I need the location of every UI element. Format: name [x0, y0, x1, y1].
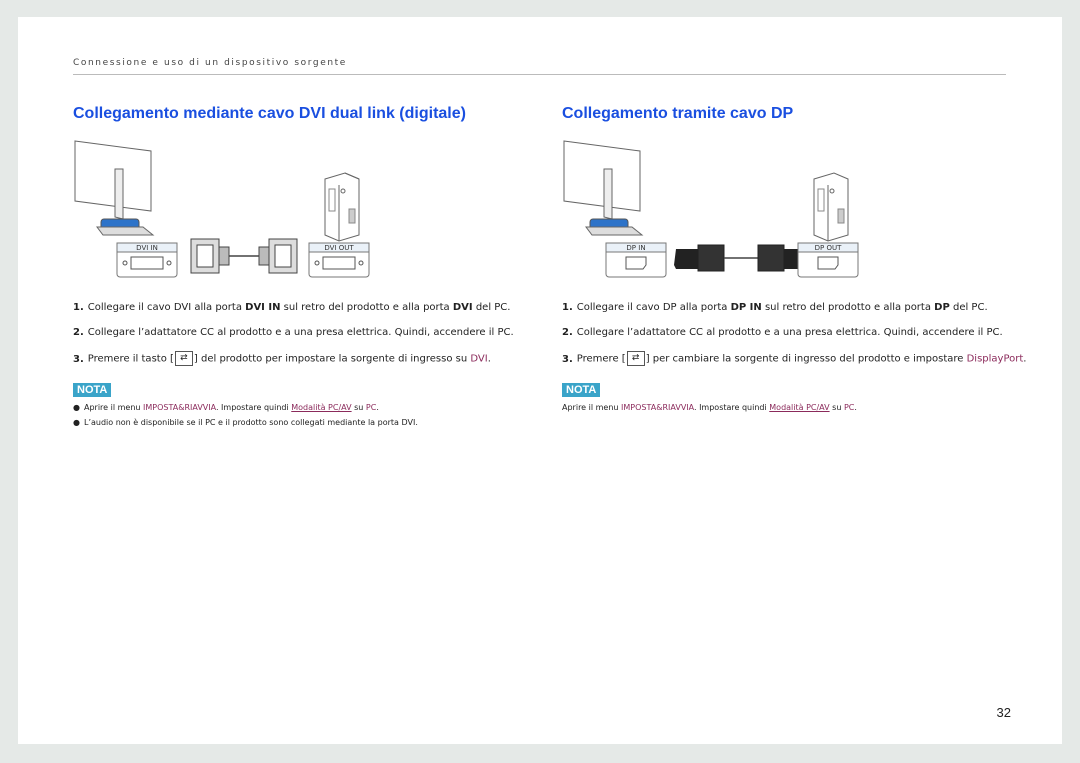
dp-out-port: DP OUT: [797, 242, 859, 278]
dvi-step-3: 3.Premere il tasto [⇄] del prodotto per …: [73, 351, 491, 366]
dp-in-port: DP IN: [605, 242, 667, 278]
svg-text:DVI IN: DVI IN: [136, 244, 158, 252]
dp-note: Aprire il menu IMPOSTA&RIAVVIA. Impostar…: [562, 402, 857, 412]
svg-text:DVI OUT: DVI OUT: [324, 244, 354, 252]
dvi-step-1: 1.Collegare il cavo DVI alla porta DVI I…: [73, 302, 511, 313]
modalita-link[interactable]: Modalità PC/AV: [769, 402, 830, 412]
section-header: Connessione e uso di un dispositivo sorg…: [73, 58, 347, 68]
source-key-icon: ⇄: [174, 351, 193, 366]
dvi-steps: 1.Collegare il cavo DVI alla porta DVI I…: [73, 301, 514, 367]
dp-cable-icon: [674, 244, 808, 272]
monitor-icon: [74, 140, 155, 236]
nota-badge: NOTA: [73, 382, 112, 397]
dvi-notes: ●Aprire il menu IMPOSTA&RIAVVIA. Imposta…: [73, 403, 513, 427]
dvi-section: Collegamento mediante cavo DVI dual link…: [73, 105, 514, 433]
svg-text:DP IN: DP IN: [626, 244, 645, 252]
dvi-out-port: DVI OUT: [308, 242, 370, 278]
pc-tower-icon: [324, 172, 360, 242]
dp-section: Collegamento tramite cavo DP: [562, 105, 1027, 412]
dp-step-2: 2.Collegare l’adattatore CC al prodotto …: [562, 327, 1003, 338]
dp-connection-diagram: DP IN DP OUT: [562, 139, 1012, 289]
dp-section-title: Collegamento tramite cavo DP: [562, 105, 794, 122]
svg-text:DP OUT: DP OUT: [815, 244, 842, 252]
dp-steps: 1.Collegare il cavo DP alla porta DP IN …: [562, 301, 1027, 367]
document-page: Connessione e uso di un dispositivo sorg…: [18, 17, 1062, 744]
page-number: 32: [996, 705, 1011, 720]
source-key-icon: ⇄: [626, 351, 645, 366]
nota-badge: NOTA: [562, 382, 601, 397]
dvi-note-2: ●L’audio non è disponibile se il PC e il…: [73, 417, 418, 427]
dvi-cable-icon: [190, 238, 298, 274]
dvi-step-2: 2.Collegare l’adattatore CC al prodotto …: [73, 327, 514, 338]
dp-step-1: 1.Collegare il cavo DP alla porta DP IN …: [562, 302, 988, 313]
dvi-note-1: ●Aprire il menu IMPOSTA&RIAVVIA. Imposta…: [73, 402, 379, 412]
modalita-link[interactable]: Modalità PC/AV: [291, 402, 352, 412]
header-divider: [73, 74, 1006, 75]
dvi-in-port: DVI IN: [116, 242, 178, 278]
dp-step-3: 3.Premere [⇄] per cambiare la sorgente d…: [562, 351, 1027, 366]
dvi-diagram-svg: DVI IN DVI OUT: [74, 140, 370, 278]
monitor-icon: [563, 140, 644, 236]
dvi-section-title: Collegamento mediante cavo DVI dual link…: [73, 105, 466, 122]
pc-tower-icon: [813, 172, 849, 242]
dp-diagram-svg: DP IN DP OUT: [563, 140, 859, 278]
dvi-connection-diagram: DVI IN DVI OUT: [73, 139, 513, 289]
